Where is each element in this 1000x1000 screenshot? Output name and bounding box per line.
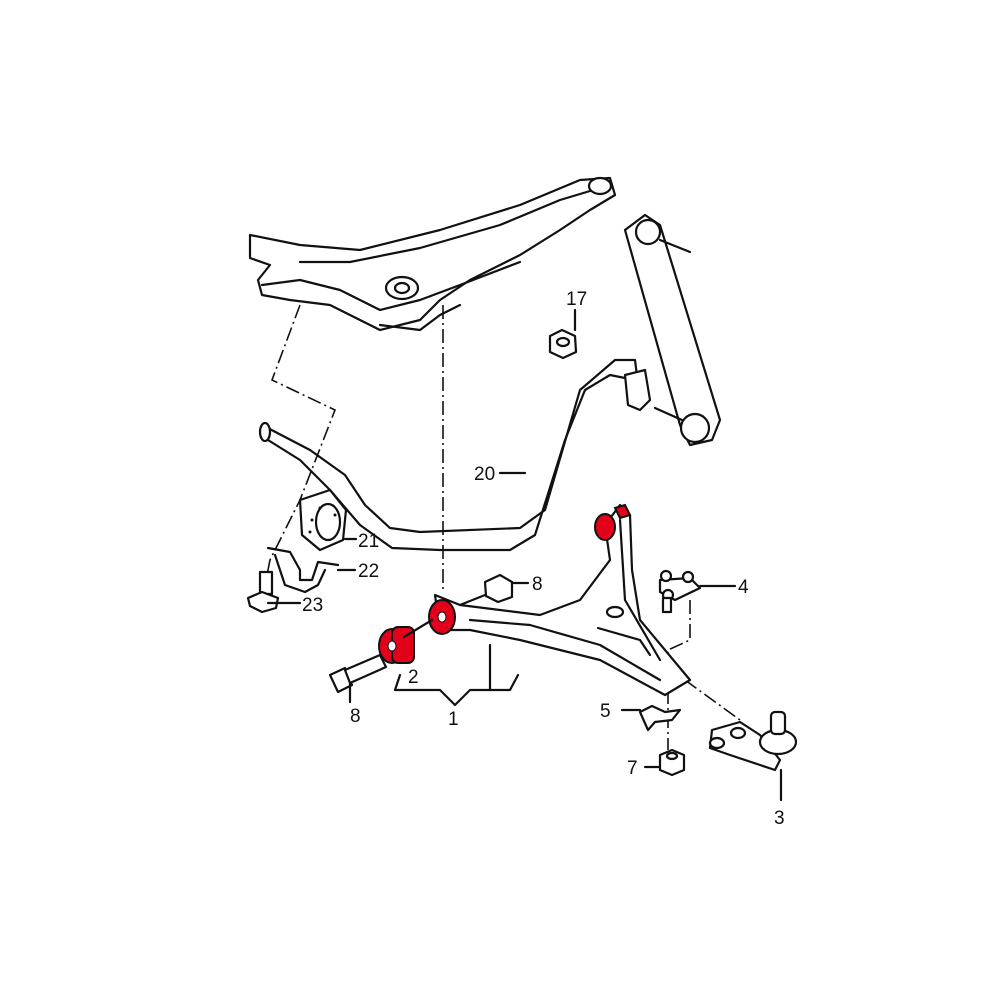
nut-9: [458, 573, 530, 607]
bolt-23: [246, 570, 302, 614]
label-20: 20: [474, 464, 495, 485]
label-9: 8: [532, 574, 543, 595]
stabilizer-bar: [258, 358, 652, 552]
part-labels: 17 20 21 22 23 8 4 2 8 1 5 7 3: [302, 289, 785, 829]
label-5: 5: [600, 701, 611, 722]
nut-17: [548, 308, 578, 360]
label-21: 21: [358, 531, 379, 552]
stabilizer-bushing-21: [298, 488, 358, 552]
subframe: [248, 176, 617, 332]
label-22: 22: [358, 561, 379, 582]
label-4: 4: [738, 577, 749, 598]
bushings-red: [378, 503, 632, 664]
bolt-plate-4: [658, 569, 737, 614]
label-23: 23: [302, 595, 323, 616]
control-arm-1: [393, 503, 692, 707]
clamp-22: [266, 546, 357, 594]
label-7: 7: [627, 758, 638, 779]
label-2: 2: [408, 667, 419, 688]
nut-7: [643, 748, 686, 777]
label-3: 3: [774, 808, 785, 829]
bracket-5: [620, 704, 682, 732]
ball-joint-3: [708, 710, 798, 802]
label-1: 1: [448, 709, 459, 730]
label-8: 8: [350, 706, 361, 727]
stabilizer-link: [623, 213, 722, 447]
bolt-8: [328, 653, 388, 704]
label-17: 17: [566, 289, 587, 310]
